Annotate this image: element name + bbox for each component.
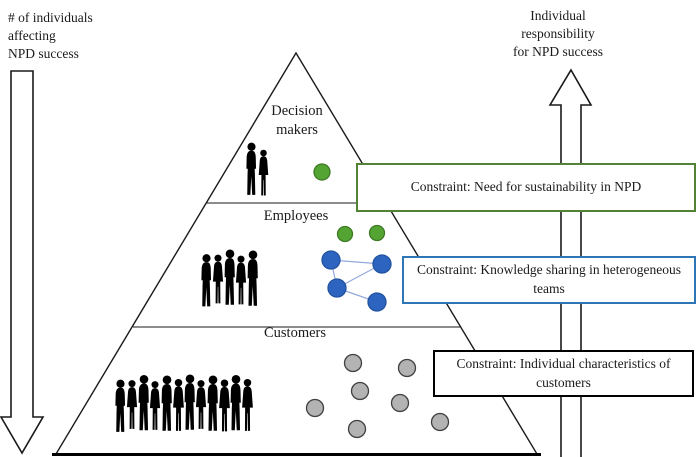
employee-network-dot xyxy=(327,278,347,298)
employee-green-dot xyxy=(368,224,386,242)
decision-maker-dot xyxy=(313,163,331,181)
customer-dot xyxy=(343,353,363,373)
customer-dot xyxy=(390,393,410,413)
constraint-box-customer-characteristics: Constraint: Individual characteristics o… xyxy=(433,350,694,397)
customer-dot xyxy=(430,412,450,432)
customer-dot xyxy=(397,358,417,378)
employee-green-dot xyxy=(336,225,354,243)
constraint-text-customer-characteristics: Constraint: Individual characteristics o… xyxy=(456,355,671,390)
customer-dot xyxy=(305,398,325,418)
constraint-box-sustainability: Constraint: Need for sustainability in N… xyxy=(356,163,696,212)
employee-network-dot xyxy=(372,254,392,274)
down-arrow xyxy=(0,70,45,455)
left-axis-label: # of individuals affecting NPD success xyxy=(8,10,93,61)
dots-layer xyxy=(305,163,450,439)
level-label-employees: Employees xyxy=(263,208,329,224)
constraint-text-sustainability: Constraint: Need for sustainability in N… xyxy=(410,179,642,195)
customer-dot xyxy=(347,419,367,439)
employee-network-dot xyxy=(321,250,341,270)
customer-dot xyxy=(350,381,370,401)
constraint-box-knowledge-sharing: Constraint: Knowledge sharing in heterog… xyxy=(402,256,696,304)
employee-network-dot xyxy=(367,292,387,312)
constraint-text-knowledge-sharing: Constraint: Knowledge sharing in heterog… xyxy=(417,262,681,296)
level-label-customers: Customers xyxy=(263,325,327,341)
right-axis-label: Individual responsibility for NPD succes… xyxy=(513,8,603,59)
level-label-decision-makers: Decision makers xyxy=(271,103,323,139)
